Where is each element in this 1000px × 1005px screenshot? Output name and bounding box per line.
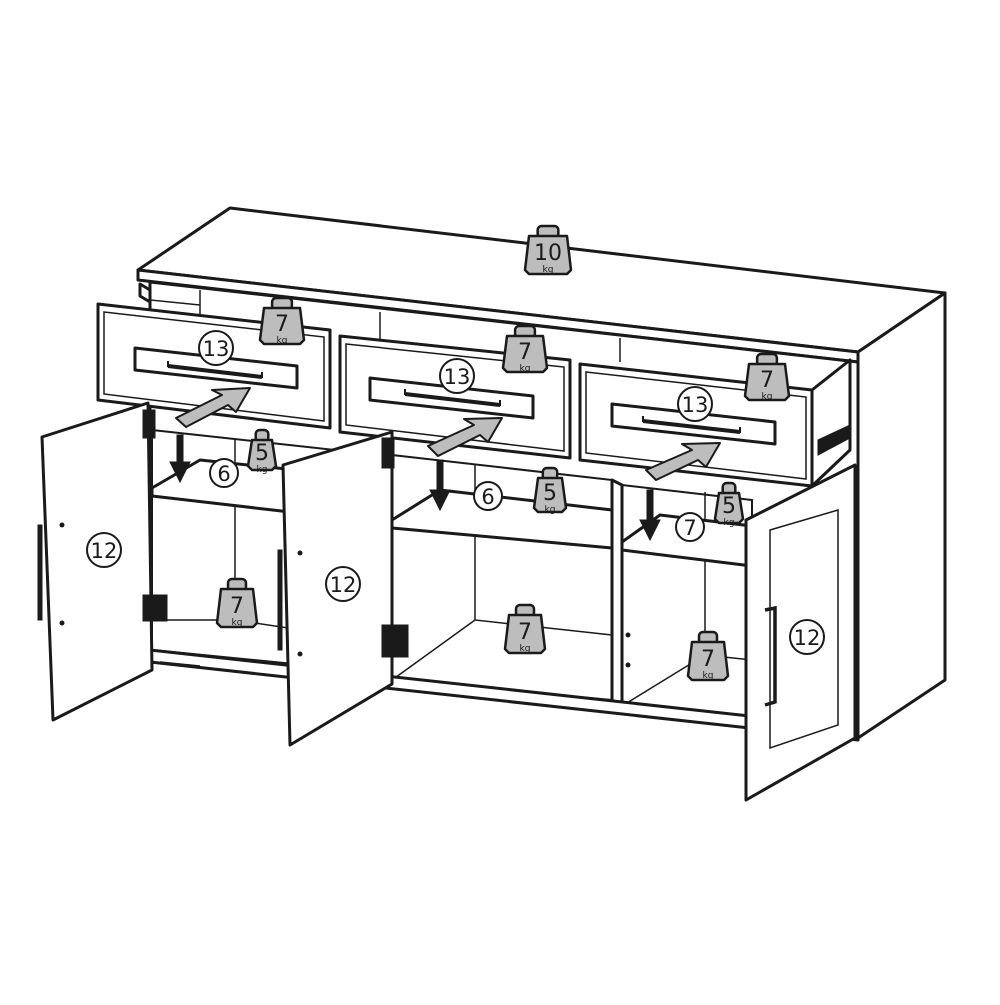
weight-value: 7 — [760, 368, 774, 393]
weight-value: 5 — [722, 494, 736, 519]
hinge-icon — [142, 409, 168, 622]
weight-icon-shelf: 5kg — [532, 466, 568, 515]
part-label-door: 12 — [86, 532, 122, 568]
weight-value: 7 — [230, 594, 244, 619]
weight-unit: kg — [277, 336, 288, 346]
part-label-drawer: 13 — [439, 358, 475, 394]
weight-value: 5 — [543, 481, 557, 506]
part-number: 7 — [683, 516, 696, 540]
weight-icon-bottom: 7kg — [503, 603, 547, 655]
down-arrow-icon — [429, 459, 451, 512]
part-label-shelf: 6 — [473, 481, 503, 511]
down-arrow-icon — [169, 434, 191, 484]
part-number: 12 — [794, 626, 821, 650]
weight-unit: kg — [762, 392, 773, 402]
down-arrows — [169, 434, 661, 542]
down-arrow-icon — [639, 489, 661, 542]
part-label-door: 12 — [789, 619, 825, 655]
weight-icon-drawer: 7kg — [501, 324, 549, 374]
part-label-shelf: 6 — [209, 458, 239, 488]
weight-unit: kg — [520, 364, 531, 374]
weight-unit: kg — [232, 618, 243, 628]
part-number: 13 — [444, 365, 471, 389]
hinge-icon — [381, 437, 409, 658]
weight-icon-bottom: 7kg — [686, 630, 730, 682]
part-label-drawer: 13 — [677, 386, 713, 422]
cabinet-right-side — [856, 291, 947, 740]
weight-unit: kg — [703, 671, 714, 681]
part-label-drawer: 13 — [198, 330, 234, 366]
part-label-shelf: 7 — [675, 512, 705, 542]
weight-value: 7 — [701, 647, 715, 672]
weight-unit: kg — [543, 265, 554, 275]
weight-value: 7 — [518, 620, 532, 645]
push-arrow-icon — [175, 387, 251, 428]
weight-icon-shelf: 5kg — [713, 481, 745, 528]
weight-icon-drawer: 7kg — [258, 296, 306, 346]
weight-value: 5 — [255, 441, 269, 466]
weight-unit: kg — [545, 505, 556, 515]
push-arrows — [175, 387, 721, 481]
push-arrow-icon — [427, 417, 503, 457]
weight-icon-shelf: 5kg — [246, 428, 278, 475]
weight-unit: kg — [257, 465, 268, 475]
part-number: 13 — [203, 337, 230, 361]
part-number: 6 — [481, 485, 494, 509]
push-arrow-icon — [645, 442, 721, 481]
part-number: 13 — [682, 393, 709, 417]
part-number: 6 — [217, 462, 230, 486]
weight-value: 7 — [518, 340, 532, 365]
part-number: 12 — [91, 539, 118, 563]
weight-icon-drawer: 7kg — [743, 352, 791, 402]
part-label-door: 12 — [325, 566, 361, 602]
weight-unit: kg — [520, 644, 531, 654]
weight-unit: kg — [724, 518, 735, 528]
weight-value: 10 — [534, 241, 562, 266]
weight-icon-bottom: 7kg — [215, 577, 259, 629]
part-number: 12 — [330, 573, 357, 597]
weight-value: 7 — [275, 312, 289, 337]
